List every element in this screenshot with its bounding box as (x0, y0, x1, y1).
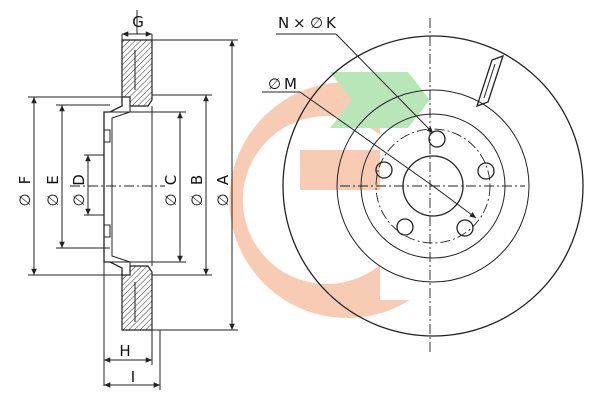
hat-profile (103, 97, 123, 275)
label-times: × (293, 14, 306, 32)
label-b-dia: ∅ (188, 193, 206, 206)
label-b-group: ∅ B (188, 175, 206, 207)
bolt-hole-1 (428, 130, 446, 148)
label-c-group: ∅ C (162, 175, 180, 207)
rotor-section-top (121, 39, 153, 107)
label-d-group: ∅ D (70, 174, 88, 206)
stud-hole-bottom (103, 224, 111, 238)
label-d-dia: ∅ (70, 193, 88, 206)
label-e-dia: ∅ (44, 193, 62, 206)
label-m: M (284, 75, 297, 93)
bolt-hole-2 (477, 162, 495, 180)
nk-leader (335, 33, 434, 134)
label-e-group: ∅ E (44, 175, 62, 206)
friction-ring-inner-circle (336, 89, 530, 283)
watermark-green-arrow (330, 72, 430, 128)
wear-slot-inner (483, 63, 496, 99)
section-view (70, 39, 165, 331)
front-view (282, 18, 584, 352)
label-c: C (162, 175, 180, 185)
rotor-section-bottom (121, 265, 153, 331)
label-b: B (188, 175, 206, 185)
label-g: G (132, 13, 144, 31)
watermark-orange-bar (300, 150, 380, 190)
watermark-logo (229, 72, 430, 318)
bolt-hole-3 (456, 219, 474, 237)
label-f-dia: ∅ (16, 193, 34, 206)
bolt-hole-4 (396, 218, 414, 236)
label-a: A (214, 174, 232, 185)
label-m-dia: ∅ (268, 75, 281, 93)
hat-inner (111, 106, 131, 266)
labels: G H I ∅ A ∅ B ∅ C ∅ D ∅ E ∅ F ∅ M (16, 13, 337, 386)
label-n: N (278, 14, 289, 32)
label-f-group: ∅ F (16, 176, 34, 207)
label-c-dia: ∅ (162, 193, 180, 206)
bolt-hole-5 (375, 161, 393, 179)
outer-disc-circle (282, 35, 584, 337)
label-k-dia: ∅ (310, 14, 323, 32)
label-i: I (131, 368, 135, 386)
dimensions (28, 10, 238, 390)
label-d: D (70, 174, 88, 186)
m-leader (299, 91, 434, 187)
label-a-group: ∅ A (214, 174, 232, 206)
label-h: H (119, 342, 130, 360)
label-e: E (44, 175, 62, 184)
wear-slot (475, 54, 505, 108)
label-a-dia: ∅ (214, 193, 232, 206)
label-f: F (16, 176, 34, 185)
stud-hole-top (103, 129, 111, 143)
label-k: K (326, 14, 337, 32)
m-leader-arrow (432, 185, 477, 219)
